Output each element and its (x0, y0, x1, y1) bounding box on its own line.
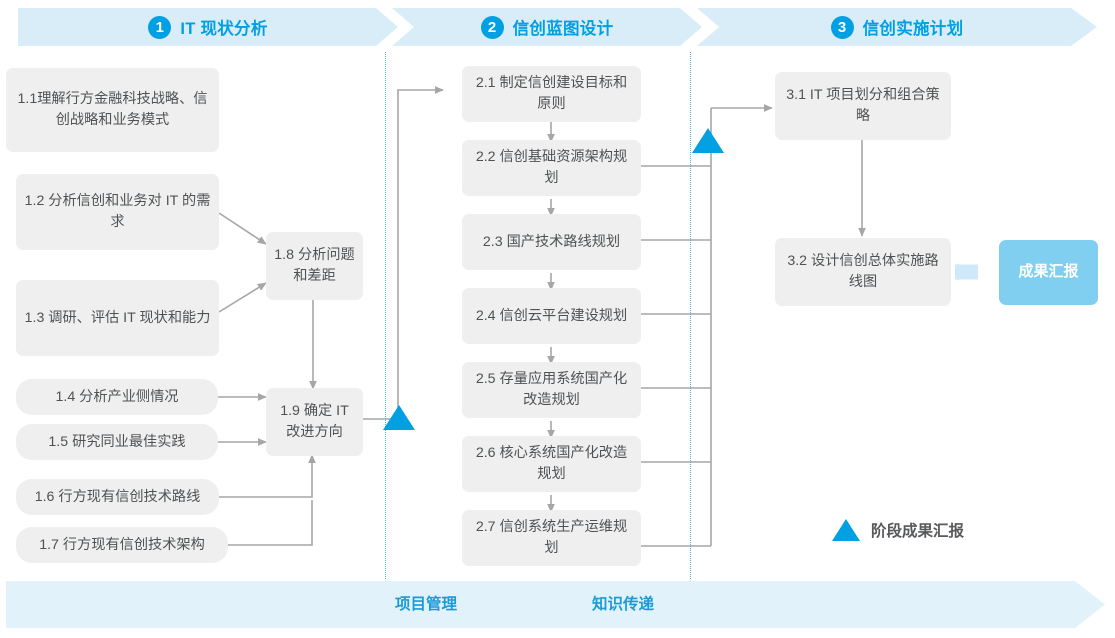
node-1-3[interactable]: 1.3 调研、评估 IT 现状和能力 (16, 280, 219, 356)
node-3-1[interactable]: 3.1 IT 项目划分和组合策略 (775, 72, 951, 140)
bottom-band-label-knowledge-transfer: 知识传递 (592, 596, 655, 613)
node-1-2[interactable]: 1.2 分析信创和业务对 IT 的需求 (16, 174, 219, 250)
node-2-6[interactable]: 2.6 核心系统国产化改造规划 (462, 436, 641, 492)
phase-number-badge-3: 3 (831, 16, 854, 39)
phase-header-2: 2 信创蓝图设计 (481, 15, 614, 39)
phase-title-3: 信创实施计划 (862, 20, 964, 38)
phase-separator-1-2 (385, 52, 386, 579)
bottom-band-label-project-management: 项目管理 (395, 596, 458, 613)
node-2-7[interactable]: 2.7 信创系统生产运维规划 (462, 510, 641, 566)
node-2-2[interactable]: 2.2 信创基础资源架构规划 (462, 140, 641, 196)
node-1-9[interactable]: 1.9 确定 IT 改进方向 (266, 388, 363, 456)
phase-band-3[interactable]: 3 信创实施计划 (697, 8, 1097, 46)
node-1-5[interactable]: 1.5 研究同业最佳实践 (16, 424, 218, 460)
node-1-6[interactable]: 1.6 行方现有信创技术路线 (16, 479, 219, 515)
node-1-7[interactable]: 1.7 行方现有信创技术架构 (16, 527, 228, 563)
node-1-8[interactable]: 1.8 分析问题和差距 (266, 232, 363, 300)
node-2-3[interactable]: 2.3 国产技术路线规划 (462, 214, 641, 270)
milestone-triangle-phase2 (692, 128, 724, 153)
node-3-2[interactable]: 3.2 设计信创总体实施路线图 (775, 238, 951, 306)
result-chip[interactable]: 成果汇报 (999, 240, 1098, 305)
node-2-5[interactable]: 2.5 存量应用系统国产化改造规划 (462, 362, 641, 418)
phase-number-badge-2: 2 (481, 16, 504, 39)
phase-title-1: IT 现状分析 (180, 20, 268, 38)
milestone-triangle-phase1 (383, 405, 415, 430)
phase-band-1[interactable]: 1 IT 现状分析 (18, 8, 398, 46)
triangle-icon (832, 519, 860, 541)
node-1-4[interactable]: 1.4 分析产业侧情况 (16, 379, 218, 415)
phase-separator-2-3 (690, 52, 691, 579)
legend: 阶段成果汇报 (832, 519, 964, 541)
phase-number-badge-1: 1 (148, 16, 171, 39)
phase-header-3: 3 信创实施计划 (831, 15, 964, 39)
phase-band-2[interactable]: 2 信创蓝图设计 (392, 8, 702, 46)
legend-label: 阶段成果汇报 (871, 523, 965, 540)
bottom-band (6, 581, 1105, 628)
node-2-1[interactable]: 2.1 制定信创建设目标和原则 (462, 66, 641, 122)
phase-header-1: 1 IT 现状分析 (148, 15, 267, 39)
node-1-1[interactable]: 1.1理解行方金融科技战略、信创战略和业务模式 (6, 68, 219, 152)
node-2-4[interactable]: 2.4 信创云平台建设规划 (462, 288, 641, 344)
phase-title-2: 信创蓝图设计 (512, 20, 614, 38)
